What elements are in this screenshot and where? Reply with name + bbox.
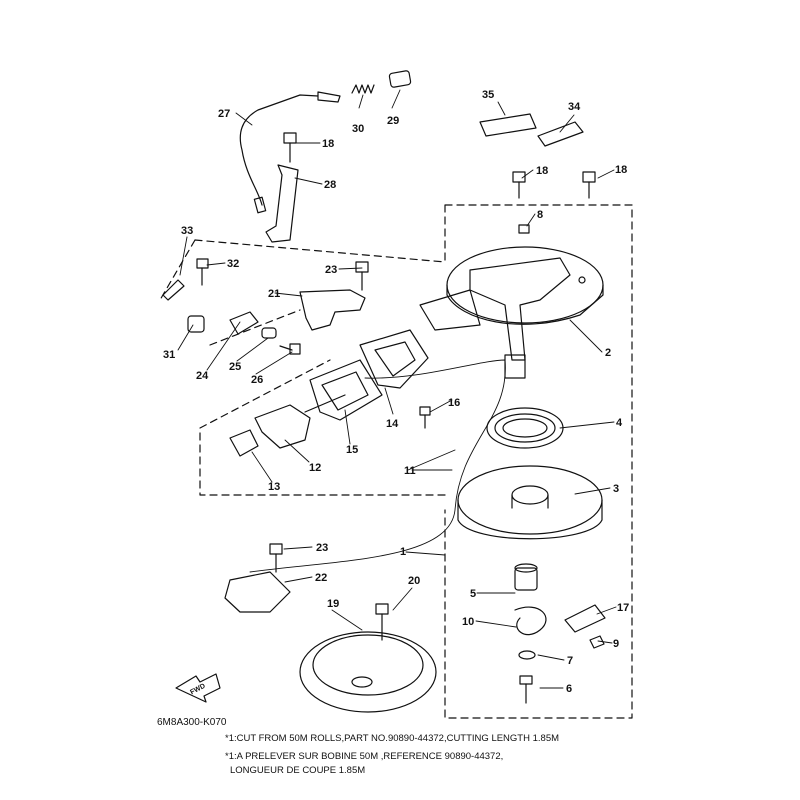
leader-lines [177,89,617,689]
sheave-drum-3 [457,465,603,540]
callout-17: 17 [617,602,629,614]
bolt-6 [519,675,533,704]
callout-26: 26 [251,374,263,386]
callout-10: 10 [462,616,474,628]
bolt-18-upper-left [283,132,297,163]
callout-6: 6 [566,683,572,695]
starter-pulley-19 [299,631,437,713]
return-spring-10 [514,606,547,636]
callout-23-upper: 23 [325,264,337,276]
bolt-23-lower [269,543,283,573]
callout-22: 22 [315,572,327,584]
collar-25 [261,327,277,339]
callout-13: 13 [268,481,280,493]
label-sticker-35 [479,113,537,137]
callout-34: 34 [568,101,581,113]
callout-30: 30 [352,123,364,135]
callout-24: 24 [196,370,209,382]
callout-15: 15 [346,444,358,456]
note-line-3: LONGUEUR DE COUPE 1.85M [230,765,366,776]
callout-31: 31 [163,349,175,361]
bolt-16 [419,406,431,429]
callout-25: 25 [229,361,241,373]
note-line-1: *1:CUT FROM 50M ROLLS,PART NO.90890-4437… [225,733,560,744]
callout-19: 19 [327,598,339,610]
lever-24 [229,311,259,335]
callout-3: 3 [613,483,619,495]
callout-2: 2 [605,347,611,359]
callout-21: 21 [268,288,280,300]
label-sticker-34 [537,121,584,147]
pawl-17 [564,604,606,633]
collar-29 [388,70,412,88]
washer-7 [518,650,536,660]
drive-pawl-5 [514,563,538,591]
fwd-label: FWD [189,683,206,697]
starter-handle-12 [254,394,346,449]
callout-5: 5 [470,588,476,600]
callout-12: 12 [309,462,321,474]
callout-18-center: 18 [536,165,548,177]
assembly-boundary-dashed [199,204,633,719]
callout-14: 14 [386,418,399,430]
bolt-18-right [582,171,596,199]
callout-7: 7 [567,655,573,667]
note-line-2: *1:A PRELEVER SUR BOBINE 50M ,REFERENCE … [225,751,504,762]
bracket-28 [265,164,299,243]
handle-grip-13 [229,429,259,457]
callout-18-upper-left: 18 [322,138,334,150]
bolt-26 [279,343,301,355]
callout-23-lower: 23 [316,542,328,554]
bolt-8 [518,224,530,234]
callout-20: 20 [408,575,420,587]
linkage-boundary-dashed [159,239,446,346]
joint-31 [187,315,205,333]
callout-16: 16 [448,397,460,409]
diagram-code: 6M8A300-K070 [157,717,227,728]
lever-21 [299,289,366,331]
callout-28: 28 [324,179,336,191]
callout-33: 33 [181,225,193,237]
fwd-arrow-icon [175,673,221,703]
callout-11: 11 [404,465,416,477]
callout-35: 35 [482,89,494,101]
callout-1: 1 [400,546,406,558]
bolt-23-upper [355,261,369,291]
link-rod-33 [162,279,185,301]
rope-guide-14 [359,329,429,389]
callout-32: 32 [227,258,239,270]
callout-4: 4 [616,417,623,429]
spring-30 [351,84,375,94]
spiral-spring-4 [486,407,564,449]
clip-9 [589,635,605,649]
callout-18-right: 18 [615,164,627,176]
throttle-cable-27 [239,91,341,214]
bolt-32 [196,258,209,286]
callout-27: 27 [218,108,230,120]
starter-case-2 [419,246,604,379]
callout-8: 8 [537,209,543,221]
bracket-plate-22 [224,571,291,613]
callout-labels: 27 18 28 30 29 35 34 18 18 8 33 32 23 21… [163,89,629,696]
callout-29: 29 [387,115,399,127]
bolt-18-center [512,171,526,199]
callout-9: 9 [613,638,619,650]
bolt-20 [375,603,389,641]
